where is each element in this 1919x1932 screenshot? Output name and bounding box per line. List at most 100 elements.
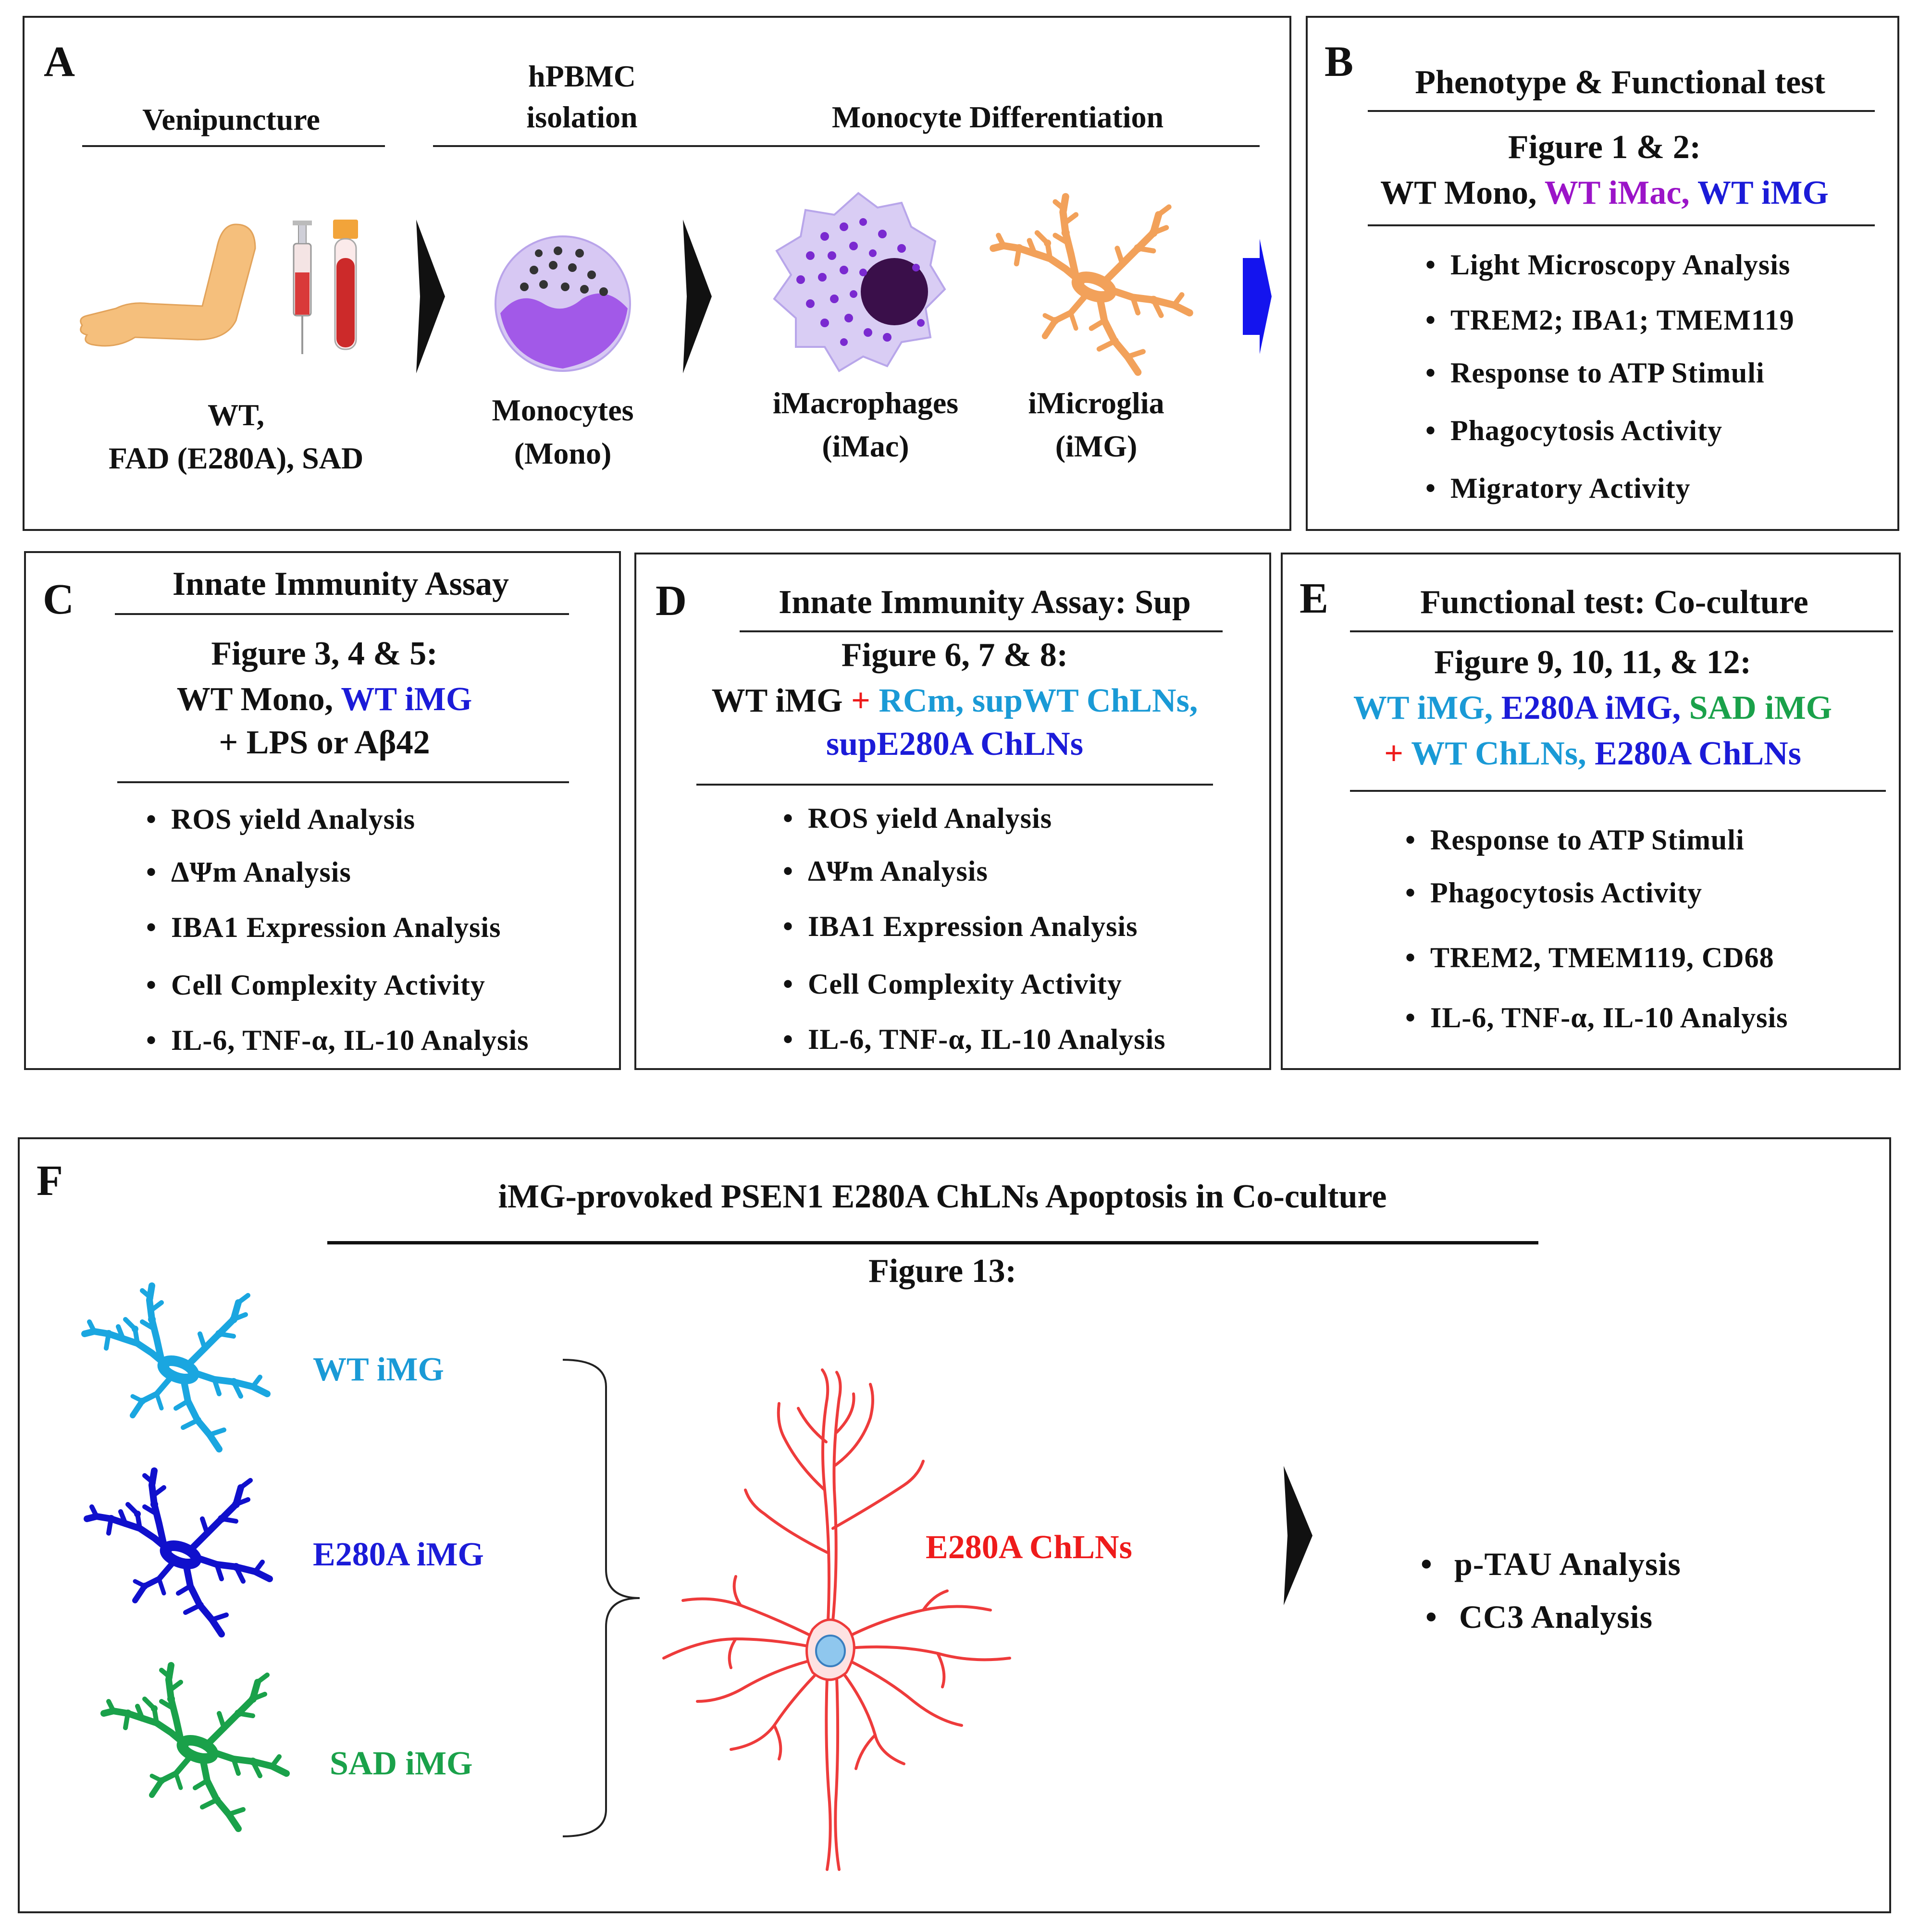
divider (82, 145, 385, 147)
blue-arrow-icon (1243, 239, 1272, 354)
cell-type-e280a-chlns: E280A ChLNs (1595, 735, 1801, 772)
macrophage-icon (773, 192, 946, 372)
list-item: •TREM2; IBA1; TMEM119 (1425, 304, 1795, 336)
list-item: •Cell Complexity Activity (783, 968, 1122, 1000)
co-culture-partners: + WT ChLNs, E280A ChLNs (1283, 735, 1903, 773)
step-venipuncture-label: Venipuncture (142, 102, 320, 136)
neuron-icon (662, 1368, 1011, 1871)
monocyte-label-line1: Monocytes (492, 393, 634, 427)
divider (1350, 630, 1893, 632)
list-item: •Response to ATP Stimuli (1425, 357, 1765, 389)
step-hpbmc-label-line2: isolation (526, 100, 638, 134)
panel-b: B Phenotype & Functional test Figure 1 &… (1306, 16, 1899, 531)
syringe-tube-icon (293, 220, 358, 354)
wt-microglia-icon (80, 1281, 272, 1454)
figure-ref: Figure 9, 10, 11, & 12: (1434, 644, 1751, 681)
panel-title: Phenotype & Functional test (1415, 64, 1825, 101)
list-item: •Light Microscopy Analysis (1425, 249, 1791, 281)
cell-type-wt-img: WT iMG (341, 681, 472, 718)
neuron-label: E280A ChLNs (926, 1529, 1132, 1566)
arrow-right-icon (416, 220, 445, 373)
cell-type-wt-mono: WT Mono, (1380, 174, 1537, 211)
arrow-right-icon (683, 220, 712, 373)
list-item: •IL-6, TNF-α, IL-10 Analysis (783, 1023, 1166, 1055)
list-item: •IL-6, TNF-α, IL-10 Analysis (1405, 1002, 1788, 1034)
figure-ref: Figure 1 & 2: (1508, 129, 1701, 166)
panel-e: E Functional test: Co-culture Figure 9, … (1281, 553, 1901, 1070)
list-item: •IL-6, TNF-α, IL-10 Analysis (146, 1024, 529, 1056)
arrow-right-icon (1284, 1466, 1312, 1605)
cell-type-sad-img: SAD iMG (1689, 689, 1832, 726)
list-item: •Cell Complexity Activity (146, 969, 485, 1001)
list-item: •TREM2, TMEM119, CD68 (1405, 942, 1774, 973)
panel-a: A Venipuncture hPBMC isolation Monocyte … (23, 16, 1291, 531)
divider (117, 781, 569, 783)
grouping-brace (562, 1359, 640, 1837)
list-item: •p-TAU Analysis (1421, 1546, 1681, 1582)
panel-title: iMG-provoked PSEN1 E280A ChLNs Apoptosis… (498, 1178, 1387, 1215)
panel-title: Innate Immunity Assay: Sup (779, 584, 1191, 621)
divider (1368, 224, 1875, 226)
treatment: + LPS or Aβ42 (219, 724, 430, 761)
panel-c: C Innate Immunity Assay Figure 3, 4 & 5:… (24, 551, 621, 1070)
step-monocyte-differentiation-label: Monocyte Differentiation (831, 100, 1164, 134)
panel-letter: F (37, 1157, 63, 1205)
cell-type-wt-imac: WT iMac, (1544, 174, 1690, 211)
list-item: •ROS yield Analysis (146, 803, 416, 835)
panel-letter: D (656, 577, 687, 625)
panel-title: Functional test: Co-culture (1420, 584, 1808, 621)
e280a-img-label: E280A iMG (313, 1536, 484, 1573)
list-item: •Phagocytosis Activity (1425, 415, 1722, 446)
imac-label-line1: iMacrophages (772, 386, 959, 420)
treatment-rcm-supwt: RCm, supWT ChLNs, (879, 682, 1198, 719)
cell-type-wt-img: WT iMG (1697, 174, 1829, 211)
wt-img-label: WT iMG (313, 1351, 444, 1388)
list-item: •IBA1 Expression Analysis (783, 911, 1138, 942)
list-item: •ROS yield Analysis (783, 802, 1052, 834)
step-hpbmc-label-line1: hPBMC (528, 59, 636, 93)
treatment-sup-e280a: supE280A ChLNs (826, 726, 1083, 763)
cell-types: WT iMG + RCm, supWT ChLNs, (636, 682, 1273, 720)
img-label-line1: iMicroglia (1028, 386, 1164, 420)
figure-ref: Figure 13: (868, 1253, 1016, 1290)
sad-img-label: SAD iMG (330, 1745, 473, 1782)
divider (115, 613, 569, 615)
monocyte-label-line2: (Mono) (514, 436, 612, 470)
list-item: •Migratory Activity (1425, 472, 1691, 504)
donor-label-line2: FAD (E280A), SAD (108, 441, 364, 475)
panel-letter: A (44, 38, 75, 86)
monocyte-icon (495, 235, 631, 372)
divider (1368, 110, 1875, 112)
list-item: •ΔΨm Analysis (783, 855, 988, 887)
panel-letter: E (1300, 575, 1329, 622)
cell-type-wt-mono: WT Mono, (176, 681, 334, 718)
figure-ref: Figure 3, 4 & 5: (211, 635, 438, 672)
panel-title: Innate Immunity Assay (172, 566, 509, 603)
list-item: •ΔΨm Analysis (146, 856, 351, 888)
cell-type-wt-img: WT iMG, (1353, 689, 1493, 726)
cell-types: WT Mono, WT iMac, WT iMG (1308, 174, 1901, 212)
panel-letter: C (43, 576, 74, 623)
cell-type-wt-img: WT iMG (711, 682, 843, 719)
panel-f: F iMG-provoked PSEN1 E280A ChLNs Apoptos… (18, 1137, 1891, 1913)
list-item: •IBA1 Expression Analysis (146, 911, 501, 943)
figure-ref: Figure 6, 7 & 8: (841, 637, 1068, 674)
plus-sign: + (851, 682, 870, 719)
microglia-icon (988, 188, 1195, 381)
img-label-line2: (iMG) (1055, 429, 1138, 463)
list-item: •Response to ATP Stimuli (1405, 824, 1745, 856)
panel-letter: B (1325, 38, 1354, 86)
list-item: •Phagocytosis Activity (1405, 877, 1702, 909)
divider (731, 145, 1260, 147)
divider (327, 1241, 1538, 1244)
cell-types: WT Mono, WT iMG (26, 680, 623, 719)
plus-sign: + (1384, 735, 1403, 772)
cell-type-wt-chlns: WT ChLNs, (1411, 735, 1586, 772)
divider (433, 145, 731, 147)
divider (696, 784, 1213, 786)
divider (740, 630, 1223, 632)
e280a-microglia-icon (82, 1466, 274, 1639)
divider (1350, 790, 1886, 792)
donor-label-line1: WT, (208, 398, 264, 432)
sad-microglia-icon (99, 1661, 291, 1834)
